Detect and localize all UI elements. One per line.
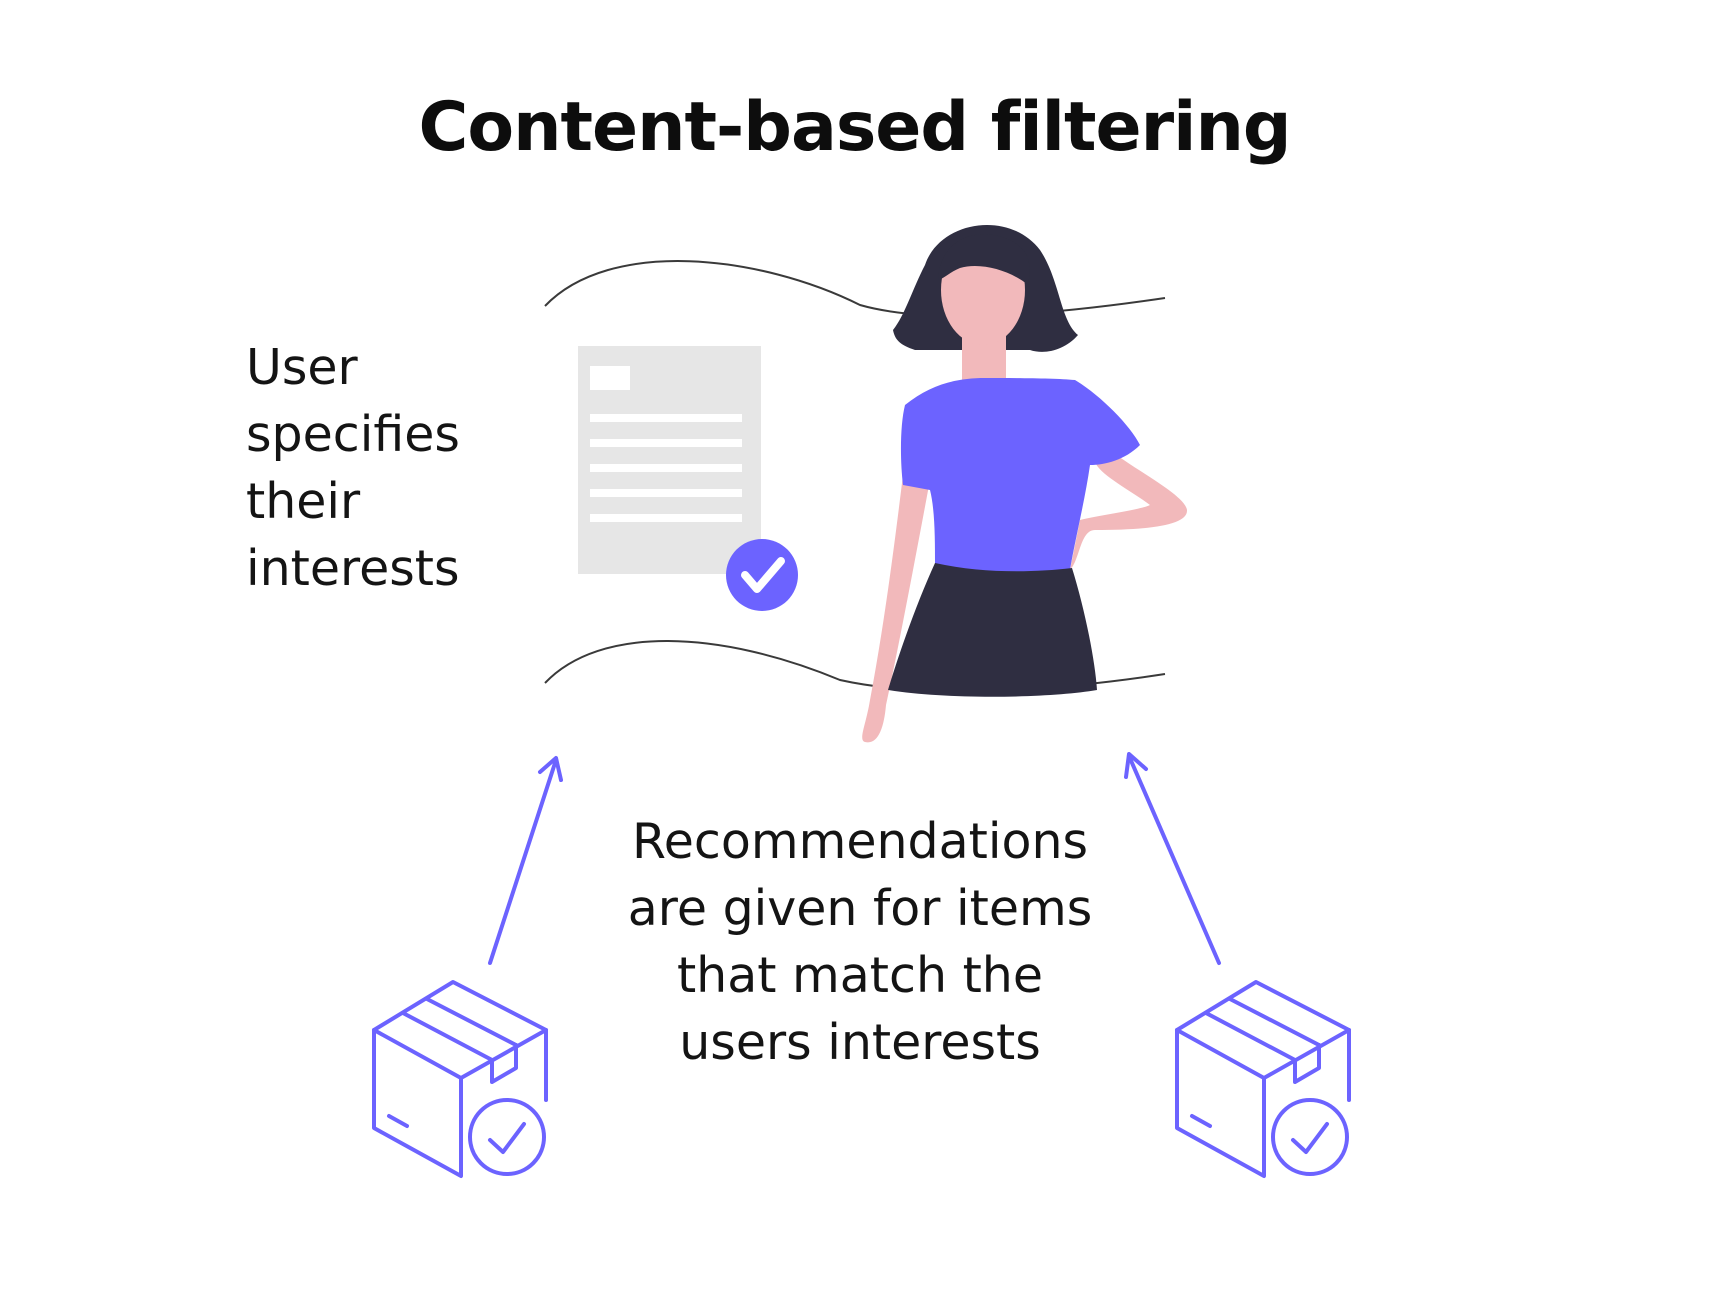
document-icon	[578, 346, 761, 574]
wave-line-top	[544, 260, 1166, 318]
box-check-icon	[1175, 980, 1351, 1178]
person-illustration	[862, 224, 1188, 743]
user-text-line: their	[246, 473, 361, 530]
user-text-line: User	[246, 339, 358, 396]
recommendations-text: Recommendations are given for items that…	[560, 808, 1160, 1076]
user-text-line: interests	[246, 540, 460, 597]
box-check-icon	[372, 980, 548, 1178]
diagram-title: Content-based filtering	[418, 88, 1291, 167]
arrow-up-icon	[1124, 752, 1221, 965]
arrow-up-icon	[488, 756, 563, 965]
recommendation-text-line: Recommendations	[631, 813, 1089, 870]
user-interests-text: User specifies their interests	[246, 334, 460, 602]
recommendation-text-line: are given for items	[627, 880, 1093, 937]
check-badge-icon	[726, 539, 798, 611]
recommendation-text-line: that match the	[676, 947, 1044, 1004]
user-text-line: specifies	[246, 406, 460, 463]
recommendation-text-line: users interests	[679, 1014, 1041, 1071]
